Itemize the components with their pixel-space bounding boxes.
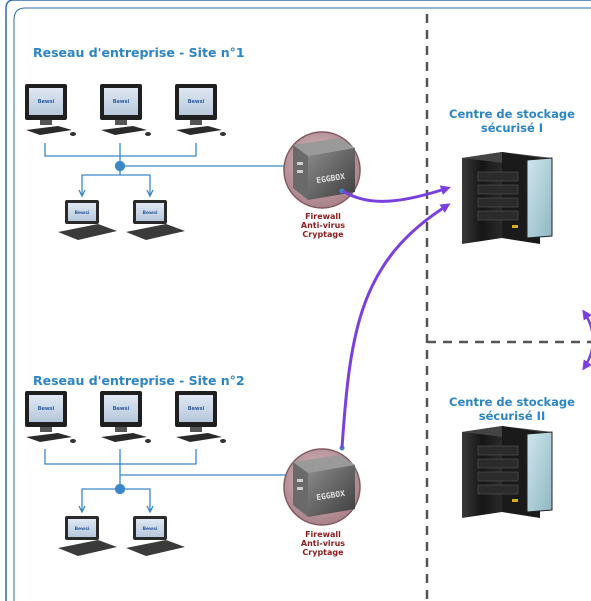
firewall-box-label: EGGBOX xyxy=(316,172,346,185)
antivirus-label: Anti-virus xyxy=(300,221,346,230)
storage-center-2-line2: sécurisé II xyxy=(478,409,546,423)
site-1-network: Bewsi Bewsi Bewsi Bewsi xyxy=(25,84,361,240)
storage-center-2-line1: Centre de stockage xyxy=(449,395,575,409)
storage-server-1 xyxy=(462,152,553,244)
storage-center-1-title: Centre de stockage sécurisé I xyxy=(427,107,591,135)
site-2-desktop-2: Bewsi xyxy=(100,391,151,443)
site-2-network-lines xyxy=(44,449,288,514)
site-2-title: Reseau d'entreprise - Site n°2 xyxy=(33,373,245,388)
site-2-firewall: EGGBOX xyxy=(283,445,361,526)
site-1-desktop-2: Bewsi xyxy=(100,84,151,136)
screen-logo: Bewsi xyxy=(38,99,55,105)
antivirus-label: Anti-virus xyxy=(300,539,346,548)
outer-frame xyxy=(5,0,591,601)
inner-frame xyxy=(13,7,591,601)
storage-center-1-line2: sécurisé I xyxy=(480,121,544,135)
cryptage-label: Cryptage xyxy=(302,548,344,557)
firewall-label: Firewall xyxy=(305,212,341,221)
site-1-desktop-3: Bewsi xyxy=(175,84,226,136)
firewall-label: Firewall xyxy=(305,530,341,539)
site-1-laptop-2: Bewsi xyxy=(126,200,185,240)
screen-logo: Bewsi xyxy=(75,526,90,532)
screen-logo: Bewsi xyxy=(113,406,130,412)
firewall-2-label: Firewall Anti-virus Cryptage xyxy=(283,530,363,557)
site-2-desktop-1: Bewsi xyxy=(25,391,76,443)
arrow-firewall2-to-storage1 xyxy=(340,203,451,449)
storage-center-1-line1: Centre de stockage xyxy=(449,107,575,121)
firewall-1-label: Firewall Anti-virus Cryptage xyxy=(283,212,363,239)
screen-logo: Bewsi xyxy=(113,99,130,105)
cryptage-label: Cryptage xyxy=(302,230,344,239)
screen-logo: Bewsi xyxy=(38,406,55,412)
screen-logo: Bewsi xyxy=(188,406,205,412)
site-1-firewall: EGGBOX xyxy=(283,131,361,209)
screen-logo: Bewsi xyxy=(188,99,205,105)
sync-arrow-storage xyxy=(582,309,591,371)
arrow-firewall1-to-storage1 xyxy=(342,185,451,203)
site-1-desktop-1: Bewsi xyxy=(25,84,76,136)
screen-logo: Bewsi xyxy=(75,210,90,216)
screen-logo: Bewsi xyxy=(143,526,158,532)
site-1-network-lines xyxy=(44,143,288,198)
storage-center-2-title: Centre de stockage sécurisé II xyxy=(427,395,591,423)
site-2-desktop-3: Bewsi xyxy=(175,391,226,443)
firewall-box-label: EGGBOX xyxy=(316,489,346,502)
site-2-laptop-1: Bewsi xyxy=(58,516,117,556)
screen-logo: Bewsi xyxy=(143,210,158,216)
site-2-laptop-2: Bewsi xyxy=(126,516,185,556)
site-2-network: Bewsi Bewsi Bewsi Bewsi xyxy=(25,391,361,556)
site-1-title: Reseau d'entreprise - Site n°1 xyxy=(33,45,245,60)
site-1-laptop-1: Bewsi xyxy=(58,200,117,240)
storage-server-2 xyxy=(462,426,553,518)
